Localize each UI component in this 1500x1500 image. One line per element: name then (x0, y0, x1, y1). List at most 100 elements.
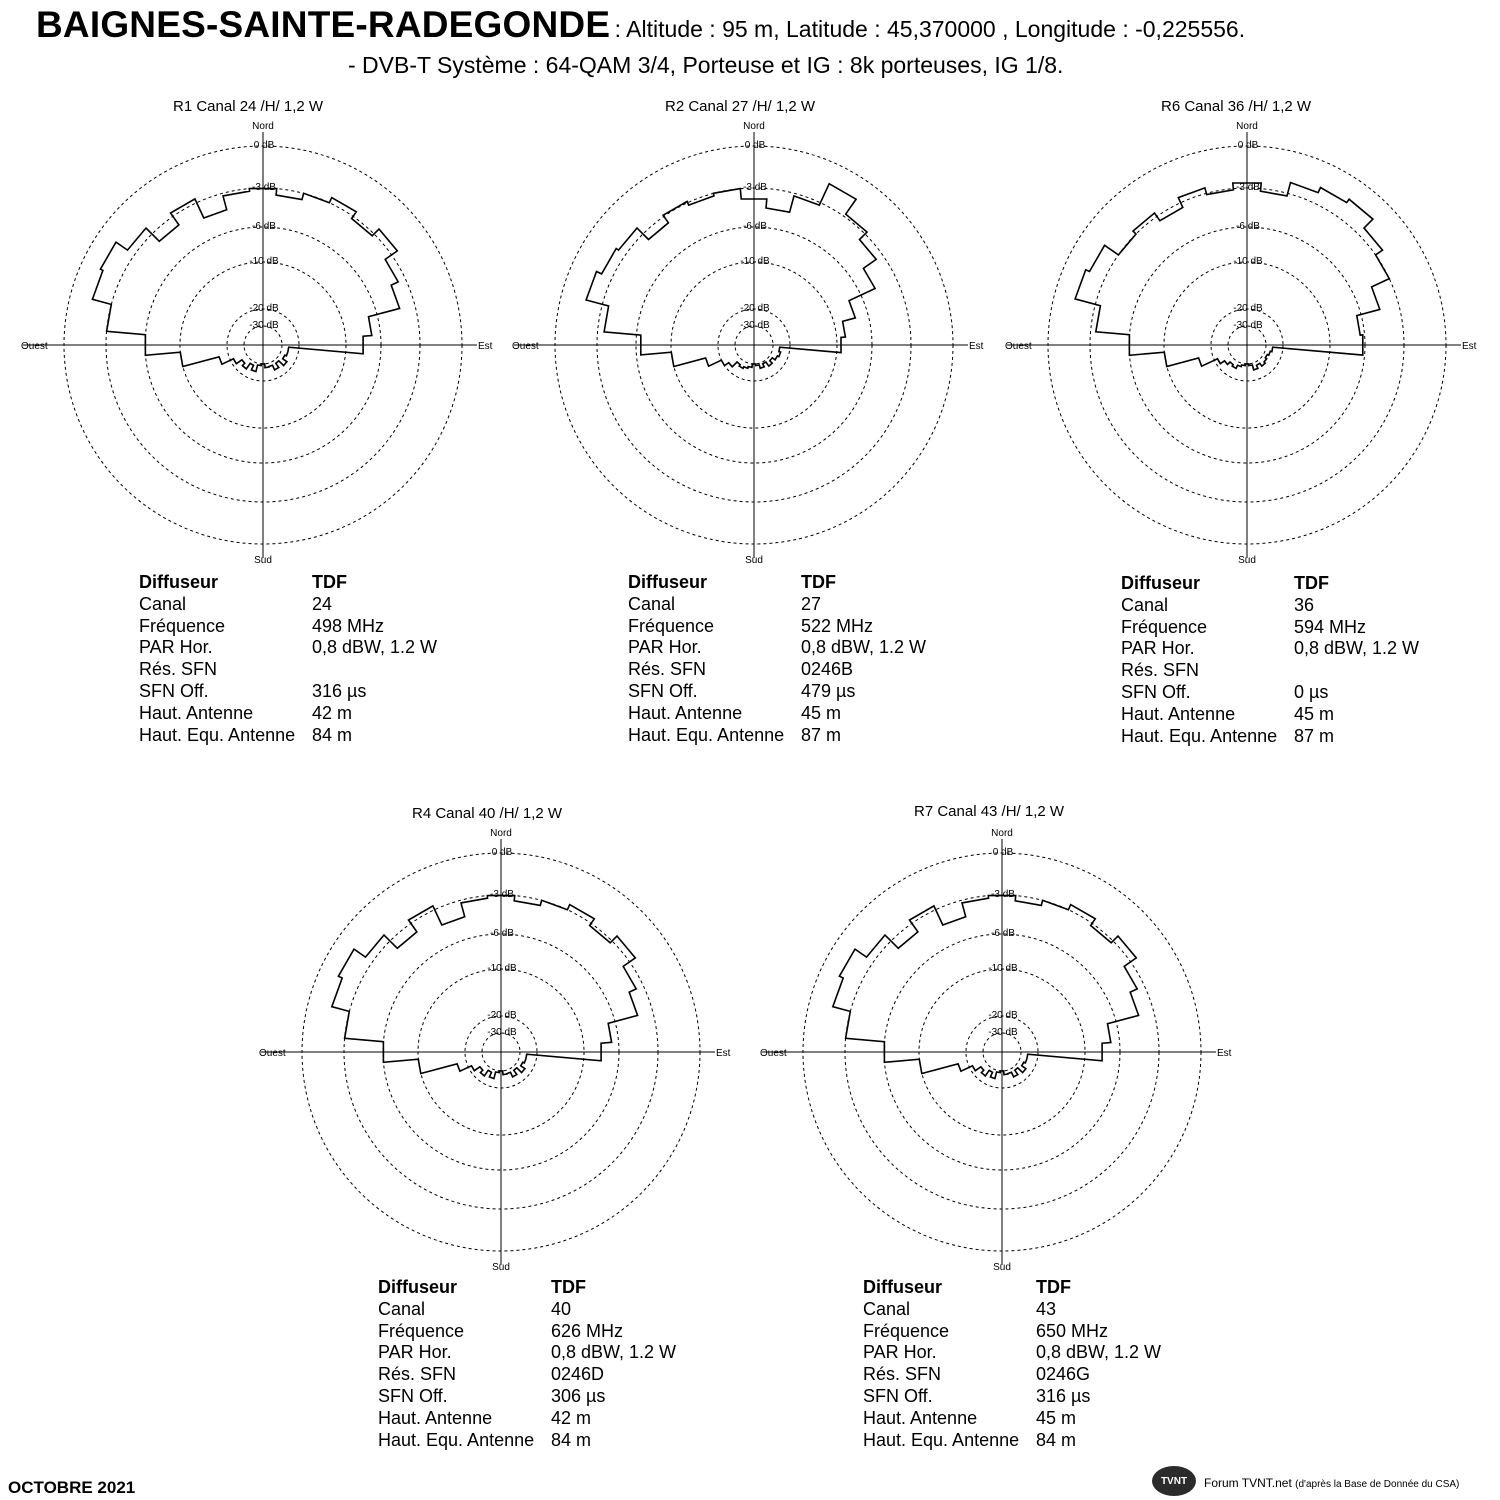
info-label: Rés. SFN (628, 659, 707, 680)
antenna-pattern (330, 894, 639, 1080)
info-label: Haut. Antenne (139, 702, 254, 723)
info-row: SFN Off.316 µs (863, 1386, 1161, 1408)
south-label: Sud (745, 555, 763, 566)
polar-plot: 0 dB-3 dB-6 dB-10 dB-20 dB-30 dBNordSudE… (259, 828, 731, 1273)
info-value: 594 MHz (1294, 616, 1367, 637)
info-value: 84 m (551, 1429, 592, 1450)
info-row: PAR Hor.0,8 dBW, 1.2 W (378, 1342, 676, 1364)
ring-label: -20 dB (1233, 303, 1263, 314)
info-label: PAR Hor. (863, 1342, 937, 1363)
info-value: 0246D (551, 1364, 605, 1385)
info-label: Canal (1121, 594, 1169, 615)
info-label: Rés. SFN (1121, 660, 1200, 681)
east-label: Est (969, 341, 984, 352)
info-value: 316 µs (1036, 1385, 1091, 1406)
info-value: 0,8 dBW, 1.2 W (312, 637, 438, 658)
info-value: 27 (801, 593, 822, 614)
ring-label: -6 dB (991, 928, 1015, 939)
info-value: 306 µs (551, 1385, 606, 1406)
system-line: - DVB-T Système : 64-QAM 3/4, Porteuse e… (348, 52, 1064, 78)
info-value: 316 µs (312, 680, 367, 701)
info-value: 45 m (801, 702, 842, 723)
info-label: SFN Off. (628, 680, 698, 701)
ring-label: -3 dB (490, 889, 514, 900)
info-value: 0,8 dBW, 1.2 W (801, 637, 927, 658)
antenna-pattern (831, 894, 1140, 1080)
ring-label: -30 dB (487, 1027, 517, 1038)
info-label: Diffuseur (628, 572, 708, 592)
east-label: Est (478, 341, 493, 352)
info-label: Haut. Antenne (1121, 703, 1236, 724)
source-note: (d'après la Base de Donnée du CSA) (1295, 1479, 1460, 1490)
west-label: Ouest (1005, 341, 1032, 352)
info-label: SFN Off. (139, 680, 209, 701)
info-value: 0,8 dBW, 1.2 W (1036, 1342, 1162, 1363)
east-label: Est (716, 1048, 731, 1059)
info-value: 36 (1294, 594, 1315, 615)
ring-label: 0 dB (1238, 140, 1259, 151)
info-label: Haut. Equ. Antenne (139, 724, 296, 745)
south-label: Sud (492, 1262, 510, 1273)
ring-label: -20 dB (487, 1010, 517, 1021)
info-row: Rés. SFN (1121, 660, 1419, 682)
south-label: Sud (993, 1262, 1011, 1273)
info-row: Haut. Antenne 45 m (1121, 704, 1419, 726)
info-label: Diffuseur (139, 572, 219, 592)
info-row: SFN Off.479 µs (628, 681, 926, 703)
west-label: Ouest (512, 341, 539, 352)
info-label: Haut. Antenne (628, 702, 743, 723)
info-header-row: Diffuseur TDF (628, 572, 926, 594)
info-label: PAR Hor. (1121, 638, 1195, 659)
plot-title: R6 Canal 36 /H/ 1,2 W (1161, 98, 1312, 115)
info-value: TDF (801, 572, 836, 592)
info-label: SFN Off. (378, 1385, 448, 1406)
ring-label: -30 dB (988, 1027, 1018, 1038)
info-row: SFN Off. 306 µs (378, 1386, 676, 1408)
info-value: TDF (312, 572, 347, 592)
info-label: Fréquence (628, 615, 715, 636)
north-label: Nord (991, 828, 1013, 839)
ring-label: -10 dB (249, 256, 279, 267)
info-label: Haut. Equ. Antenne (1121, 725, 1278, 746)
info-label: PAR Hor. (139, 637, 213, 658)
ring-label: -6 dB (743, 221, 767, 232)
polar-plot: 0 dB-3 dB-6 dB-10 dB-20 dB-30 dBNordSudE… (512, 121, 984, 566)
plot-title: R4 Canal 40 /H/ 1,2 W (412, 805, 563, 822)
ring-label: -10 dB (487, 963, 517, 974)
footer-source: Forum TVNT.net (d'après la Base de Donné… (1204, 1476, 1459, 1490)
info-label: PAR Hor. (628, 637, 702, 658)
info-label: Haut. Antenne (378, 1407, 493, 1428)
info-label: Rés. SFN (139, 659, 218, 680)
north-label: Nord (743, 121, 765, 132)
info-value: 45 m (1294, 703, 1335, 724)
info-value: TDF (551, 1277, 586, 1297)
info-value: 87 m (801, 724, 842, 745)
info-value: TDF (1294, 573, 1329, 593)
polar-plot: 0 dB-3 dB-6 dB-10 dB-20 dB-30 dBNordSudE… (760, 828, 1232, 1273)
info-header-row: Diffuseur TDF (139, 572, 437, 594)
ring-label: -3 dB (1236, 182, 1260, 193)
east-label: Est (1217, 1048, 1232, 1059)
west-label: Ouest (259, 1048, 286, 1059)
ring-label: -3 dB (743, 182, 767, 193)
antenna-pattern (1074, 181, 1391, 371)
info-header-row: Diffuseur TDF (1121, 573, 1419, 595)
info-label: Haut. Equ. Antenne (863, 1429, 1020, 1450)
info-value: 626 MHz (551, 1320, 624, 1341)
info-label: Diffuseur (1121, 573, 1201, 593)
